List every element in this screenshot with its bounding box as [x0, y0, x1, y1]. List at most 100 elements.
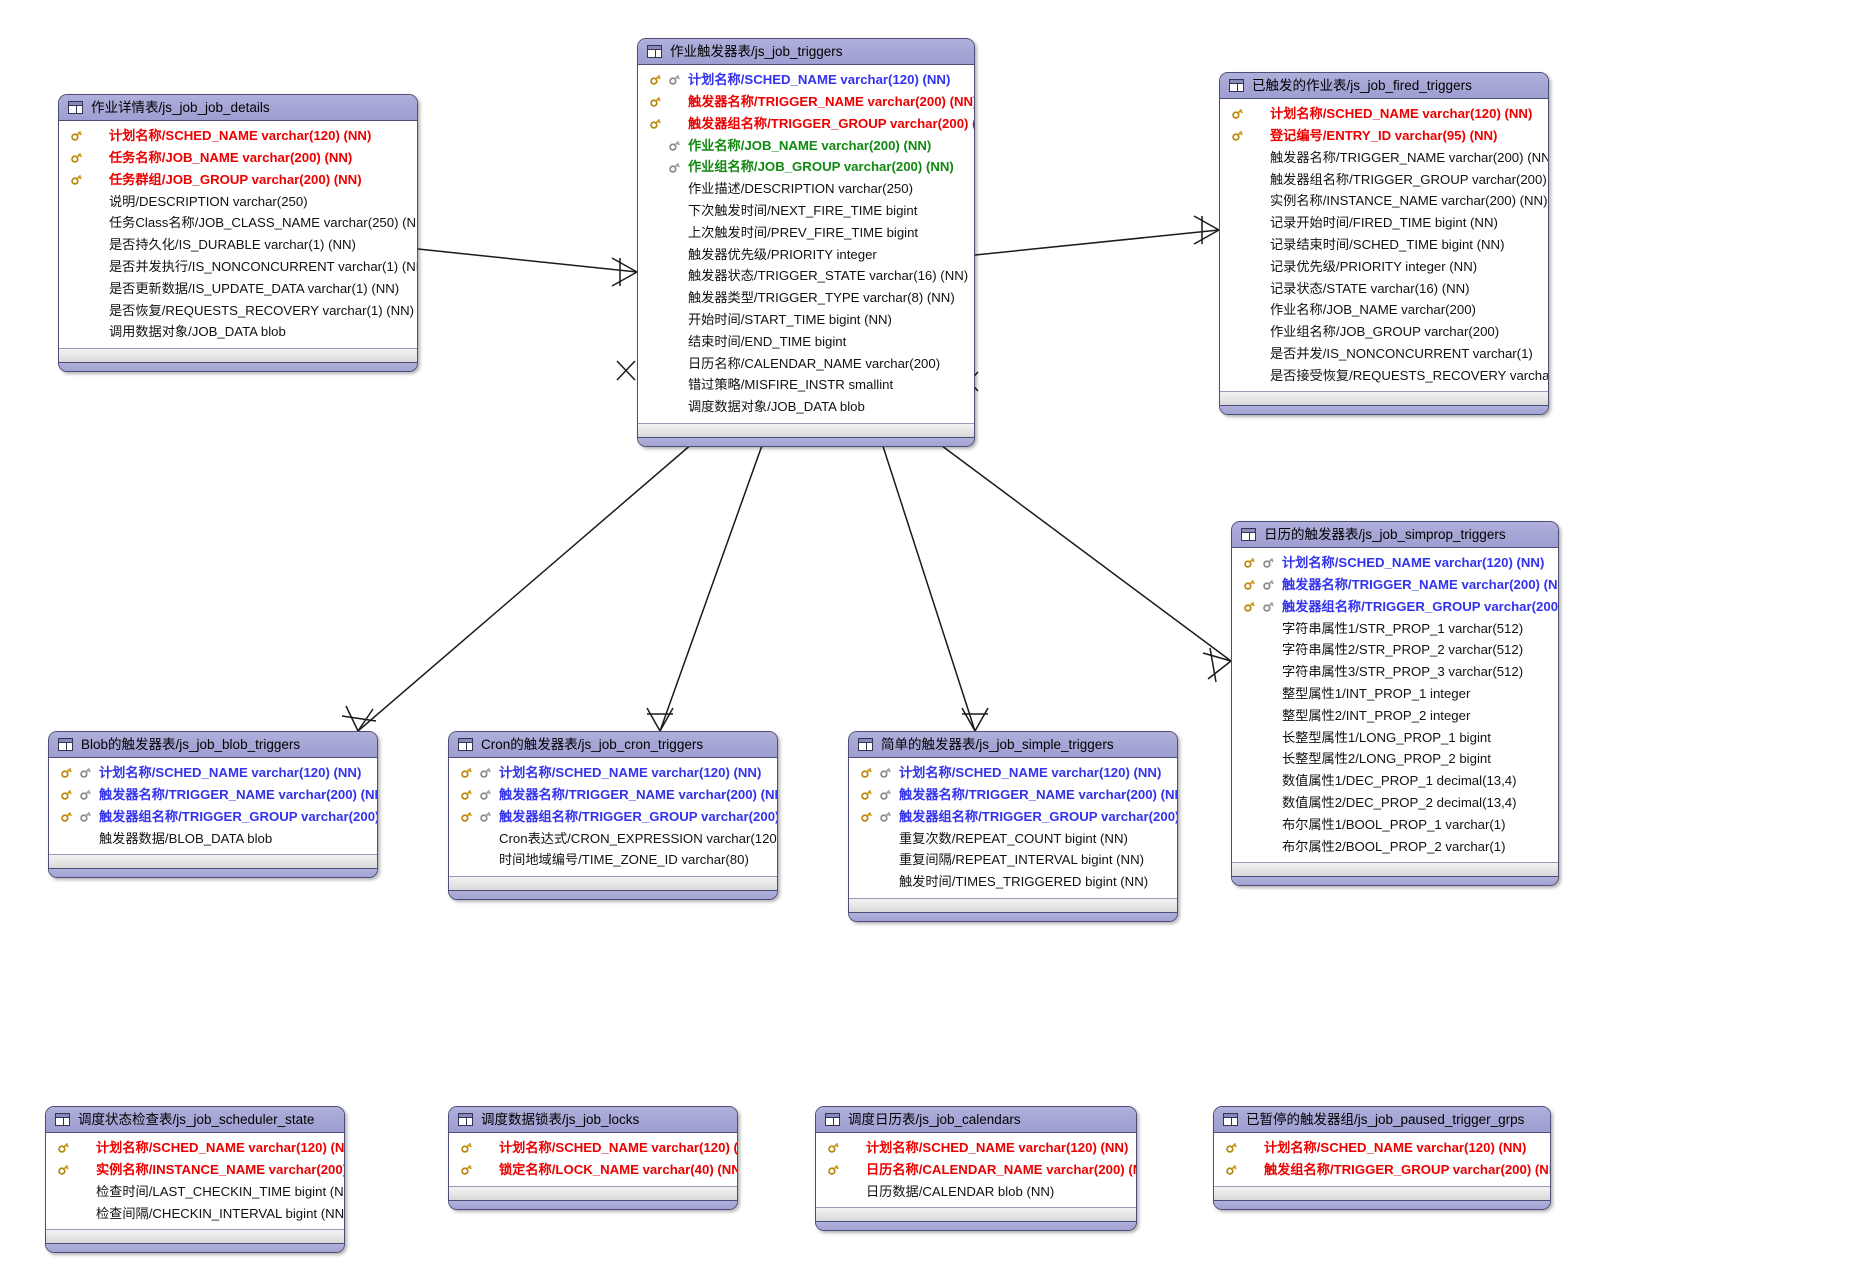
attribute-row[interactable]: 计划名称/SCHED_NAME varchar(120) (NN): [59, 125, 417, 147]
attribute-row[interactable]: 触发器名称/TRIGGER_NAME varchar(200) (NN): [449, 784, 777, 806]
attribute-label: 错过策略/MISFIRE_INSTR smallint: [688, 377, 894, 393]
attribute-row[interactable]: 触发器组名称/TRIGGER_GROUP varchar(200) (NN): [849, 806, 1177, 828]
attribute-row[interactable]: 触发时间/TIMES_TRIGGERED bigint (NN): [849, 871, 1177, 893]
attribute-row[interactable]: 触发器状态/TRIGGER_STATE varchar(16) (NN): [638, 265, 974, 287]
attribute-row[interactable]: 触发器名称/TRIGGER_NAME varchar(200) (NN): [1232, 574, 1558, 596]
attribute-row[interactable]: 作业组名称/JOB_GROUP varchar(200) (NN): [638, 156, 974, 178]
attribute-row[interactable]: 计划名称/SCHED_NAME varchar(120) (NN): [46, 1137, 344, 1159]
attribute-row[interactable]: 触发器名称/TRIGGER_NAME varchar(200) (NN): [638, 91, 974, 113]
attribute-row[interactable]: 布尔属性2/BOOL_PROP_2 varchar(1): [1232, 835, 1558, 857]
attribute-row[interactable]: 锁定名称/LOCK_NAME varchar(40) (NN): [449, 1159, 737, 1181]
attribute-row[interactable]: 计划名称/SCHED_NAME varchar(120) (NN): [449, 1137, 737, 1159]
attribute-row[interactable]: 字符串属性3/STR_PROP_3 varchar(512): [1232, 661, 1558, 683]
attribute-row[interactable]: 长整型属性2/LONG_PROP_2 bigint: [1232, 748, 1558, 770]
attribute-row[interactable]: 实例名称/INSTANCE_NAME varchar(200) (NN): [46, 1159, 344, 1181]
attribute-row[interactable]: 计划名称/SCHED_NAME varchar(120) (NN): [1232, 552, 1558, 574]
attribute-row[interactable]: 触发器名称/TRIGGER_NAME varchar(200) (NN): [49, 784, 377, 806]
primary-key-icon: [457, 766, 476, 779]
attribute-row[interactable]: 上次触发时间/PREV_FIRE_TIME bigint: [638, 222, 974, 244]
attribute-row[interactable]: 日历名称/CALENDAR_NAME varchar(200) (NN): [816, 1159, 1136, 1181]
attribute-row[interactable]: 整型属性1/INT_PROP_1 integer: [1232, 683, 1558, 705]
attribute-row[interactable]: 日历数据/CALENDAR blob (NN): [816, 1181, 1136, 1203]
attribute-row[interactable]: 触发器组名称/TRIGGER_GROUP varchar(200) (NN): [638, 113, 974, 135]
attribute-row[interactable]: 触发器类型/TRIGGER_TYPE varchar(8) (NN): [638, 287, 974, 309]
attribute-row[interactable]: 重复次数/REPEAT_COUNT bigint (NN): [849, 827, 1177, 849]
attribute-row[interactable]: 任务Class名称/JOB_CLASS_NAME varchar(250) (N…: [59, 212, 417, 234]
attribute-row[interactable]: 触发器数据/BLOB_DATA blob: [49, 827, 377, 849]
attribute-row[interactable]: 作业描述/DESCRIPTION varchar(250): [638, 178, 974, 200]
attribute-row[interactable]: 计划名称/SCHED_NAME varchar(120) (NN): [1214, 1137, 1550, 1159]
attribute-row[interactable]: 长整型属性1/LONG_PROP_1 bigint: [1232, 726, 1558, 748]
relationship-line-triggers-blob: [357, 436, 701, 732]
attribute-row[interactable]: 检查时间/LAST_CHECKIN_TIME bigint (NN): [46, 1181, 344, 1203]
attribute-row[interactable]: 任务群组/JOB_GROUP varchar(200) (NN): [59, 169, 417, 191]
attribute-row[interactable]: 布尔属性1/BOOL_PROP_1 varchar(1): [1232, 814, 1558, 836]
attribute-row[interactable]: 任务名称/JOB_NAME varchar(200) (NN): [59, 147, 417, 169]
attribute-row[interactable]: 错过策略/MISFIRE_INSTR smallint: [638, 374, 974, 396]
attribute-row[interactable]: 数值属性2/DEC_PROP_2 decimal(13,4): [1232, 792, 1558, 814]
attribute-row[interactable]: 重复间隔/REPEAT_INTERVAL bigint (NN): [849, 849, 1177, 871]
attribute-row[interactable]: 是否更新数据/IS_UPDATE_DATA varchar(1) (NN): [59, 278, 417, 300]
attribute-row[interactable]: 计划名称/SCHED_NAME varchar(120) (NN): [816, 1137, 1136, 1159]
attribute-row[interactable]: 实例名称/INSTANCE_NAME varchar(200) (NN): [1220, 190, 1548, 212]
attribute-row[interactable]: Cron表达式/CRON_EXPRESSION varchar(120) (NN…: [449, 827, 777, 849]
attribute-row[interactable]: 记录开始时间/FIRED_TIME bigint (NN): [1220, 212, 1548, 234]
attribute-row[interactable]: 计划名称/SCHED_NAME varchar(120) (NN): [638, 69, 974, 91]
attribute-label: 触发器组名称/TRIGGER_GROUP varchar(200) (NN): [688, 115, 975, 131]
attribute-label: 触发器优先级/PRIORITY integer: [688, 246, 877, 262]
attribute-row[interactable]: 调度数据对象/JOB_DATA blob: [638, 396, 974, 418]
attribute-row[interactable]: 数值属性1/DEC_PROP_1 decimal(13,4): [1232, 770, 1558, 792]
attribute-label: 作业名称/JOB_NAME varchar(200) (NN): [688, 137, 932, 153]
attribute-row[interactable]: 是否并发执行/IS_NONCONCURRENT varchar(1) (NN): [59, 256, 417, 278]
attribute-row[interactable]: 是否恢复/REQUESTS_RECOVERY varchar(1) (NN): [59, 299, 417, 321]
primary-key-icon: [457, 1141, 476, 1154]
attribute-row[interactable]: 日历名称/CALENDAR_NAME varchar(200): [638, 352, 974, 374]
attribute-row[interactable]: 记录状态/STATE varchar(16) (NN): [1220, 277, 1548, 299]
attribute-row[interactable]: 是否并发/IS_NONCONCURRENT varchar(1): [1220, 343, 1548, 365]
attribute-row[interactable]: 是否接受恢复/REQUESTS_RECOVERY varchar(1): [1220, 365, 1548, 387]
attribute-row[interactable]: 计划名称/SCHED_NAME varchar(120) (NN): [1220, 103, 1548, 125]
attribute-row[interactable]: 记录优先级/PRIORITY integer (NN): [1220, 256, 1548, 278]
attribute-row[interactable]: 作业名称/JOB_NAME varchar(200): [1220, 299, 1548, 321]
attribute-row[interactable]: 说明/DESCRIPTION varchar(250): [59, 190, 417, 212]
attribute-row[interactable]: 作业组名称/JOB_GROUP varchar(200): [1220, 321, 1548, 343]
attribute-row[interactable]: 结束时间/END_TIME bigint: [638, 331, 974, 353]
attribute-row[interactable]: 整型属性2/INT_PROP_2 integer: [1232, 705, 1558, 727]
attribute-row[interactable]: 触发器名称/TRIGGER_NAME varchar(200) (NN): [1220, 147, 1548, 169]
attribute-row[interactable]: 开始时间/START_TIME bigint (NN): [638, 309, 974, 331]
foreign-key-icon: [476, 766, 495, 779]
attribute-row[interactable]: 字符串属性2/STR_PROP_2 varchar(512): [1232, 639, 1558, 661]
attribute-row[interactable]: 调用数据对象/JOB_DATA blob: [59, 321, 417, 343]
attribute-row[interactable]: 触发器组名称/TRIGGER_GROUP varchar(200) (NN): [1220, 168, 1548, 190]
attribute-row[interactable]: 触发器组名称/TRIGGER_GROUP varchar(200) (NN): [49, 806, 377, 828]
attribute-row[interactable]: 触发器优先级/PRIORITY integer: [638, 243, 974, 265]
attribute-row[interactable]: 计划名称/SCHED_NAME varchar(120) (NN): [449, 762, 777, 784]
attribute-row[interactable]: 计划名称/SCHED_NAME varchar(120) (NN): [849, 762, 1177, 784]
attribute-row[interactable]: 触发器组名称/TRIGGER_GROUP varchar(200) (NN): [449, 806, 777, 828]
attribute-row[interactable]: 触发组名称/TRIGGER_GROUP varchar(200) (NN): [1214, 1159, 1550, 1181]
attribute-row[interactable]: 触发器名称/TRIGGER_NAME varchar(200) (NN): [849, 784, 1177, 806]
attribute-row[interactable]: 计划名称/SCHED_NAME varchar(120) (NN): [49, 762, 377, 784]
attribute-row[interactable]: 检查间隔/CHECKIN_INTERVAL bigint (NN): [46, 1202, 344, 1224]
attribute-row[interactable]: 作业名称/JOB_NAME varchar(200) (NN): [638, 134, 974, 156]
attribute-row[interactable]: 记录结束时间/SCHED_TIME bigint (NN): [1220, 234, 1548, 256]
attribute-row[interactable]: 触发器组名称/TRIGGER_GROUP varchar(200) (NN): [1232, 596, 1558, 618]
attribute-row[interactable]: 下次触发时间/NEXT_FIRE_TIME bigint: [638, 200, 974, 222]
attribute-row[interactable]: 时间地域编号/TIME_ZONE_ID varchar(80): [449, 849, 777, 871]
attribute-row[interactable]: 登记编号/ENTRY_ID varchar(95) (NN): [1220, 125, 1548, 147]
primary-key-icon: [457, 788, 476, 801]
table-icon: [55, 1113, 70, 1126]
attribute-row[interactable]: 字符串属性1/STR_PROP_1 varchar(512): [1232, 617, 1558, 639]
attribute-row[interactable]: 是否持久化/IS_DURABLE varchar(1) (NN): [59, 234, 417, 256]
